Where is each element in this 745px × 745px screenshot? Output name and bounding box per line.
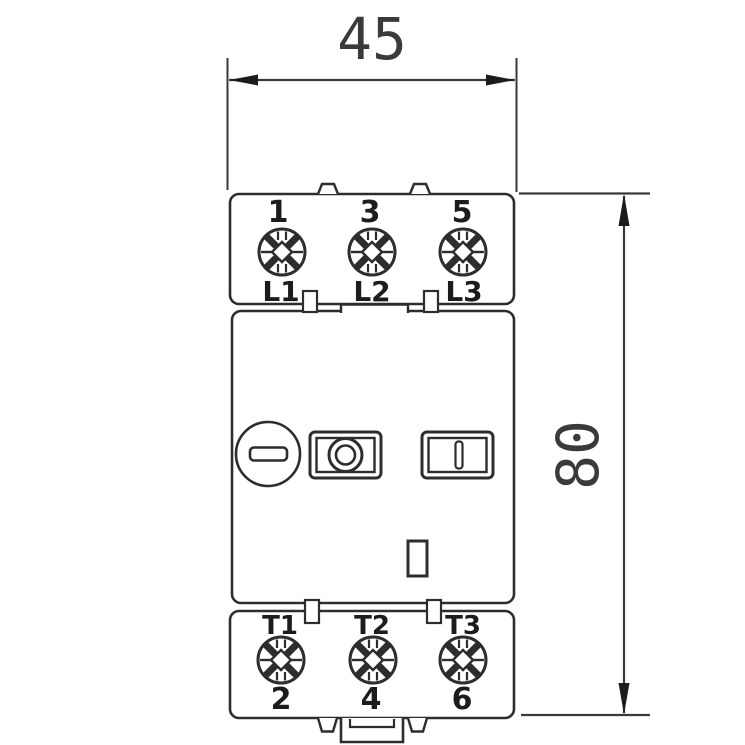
terminal-label-L1: L1	[262, 275, 299, 308]
main-body	[230, 289, 516, 605]
arrowhead-right-icon	[486, 74, 515, 86]
terminal-number-4: 4	[361, 682, 382, 717]
terminal-number-5: 5	[452, 195, 473, 230]
dim-width-label: 45	[337, 5, 407, 73]
top-terminal-block: 1 3 5 L1 L2 L3	[228, 182, 516, 308]
height-dimension: 80	[519, 192, 650, 717]
junction-tab-bottom-right	[425, 598, 443, 625]
terminal-number-6: 6	[452, 682, 473, 717]
switch-bar-icon	[454, 440, 464, 470]
junction-tab-bottom-left	[303, 598, 321, 625]
arrowhead-left-icon	[229, 74, 258, 86]
terminal-label-L3: L3	[445, 275, 482, 308]
din-rail-foot	[339, 718, 405, 744]
bottom-tab-left-icon	[316, 717, 339, 733]
rotary-dial	[234, 420, 302, 488]
dial-slot-icon	[248, 446, 289, 462]
top-tab-right-icon	[408, 182, 432, 195]
terminal-number-2: 2	[271, 682, 292, 717]
junction-tab-top-left	[301, 289, 319, 314]
top-tab-left-icon	[316, 182, 340, 195]
screw-terminal-4-icon	[350, 637, 396, 683]
junction-tab-top-right	[422, 289, 440, 314]
screw-terminal-5-icon	[440, 229, 486, 275]
bottom-terminal-block: T1 T2 T3 2 4 6	[228, 598, 516, 744]
bottom-tab-right-icon	[406, 717, 429, 733]
arrowhead-up-icon	[618, 194, 630, 226]
dim-height-label: 80	[544, 420, 612, 490]
terminal-number-1: 1	[268, 195, 289, 230]
din-rail-foot-inner	[348, 719, 396, 729]
terminal-number-3: 3	[360, 195, 381, 230]
screw-terminal-1-icon	[259, 229, 305, 275]
switch-window	[420, 430, 495, 480]
indicator-inner-circle-icon	[334, 444, 357, 466]
indicator-button	[308, 430, 383, 480]
terminal-label-L2: L2	[353, 275, 390, 308]
screw-terminal-6-icon	[440, 637, 486, 683]
marker-window	[406, 539, 429, 578]
screw-terminal-3-icon	[349, 229, 395, 275]
arrowhead-down-icon	[618, 683, 630, 715]
screw-terminal-2-icon	[258, 637, 304, 683]
top-edge-step	[339, 303, 410, 313]
width-dimension: 45	[226, 5, 518, 192]
